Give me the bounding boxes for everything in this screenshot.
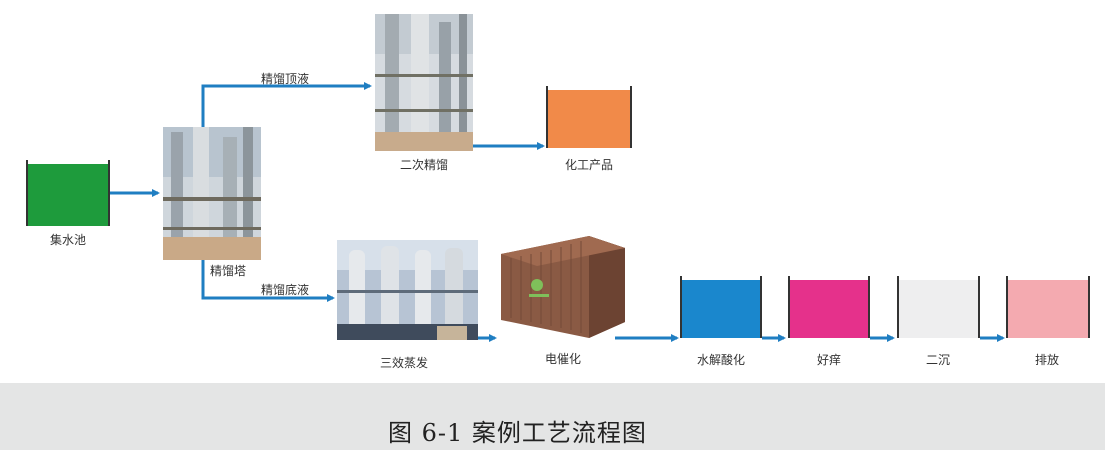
discharge-tank xyxy=(1006,276,1090,338)
arrow-tower-to-top xyxy=(201,82,372,128)
discharge-label: 排放 xyxy=(1034,353,1060,367)
electrocatalysis-container-photo xyxy=(497,230,629,342)
secondary-settling-label: 二沉 xyxy=(925,353,951,367)
flow-arrows xyxy=(110,82,1005,342)
aerobic-label: 好痒 xyxy=(816,353,842,367)
aerobic-tank xyxy=(788,276,870,338)
triple-evaporation-label: 三效蒸发 xyxy=(379,356,429,370)
secondary-distillation-label: 二次精馏 xyxy=(399,158,449,172)
distillation-tower-photo xyxy=(163,127,261,260)
caption-bar xyxy=(0,383,1105,450)
triple-evaporation-photo xyxy=(337,240,478,340)
arrow-tower-to-bottom xyxy=(201,258,335,302)
hydrolysis-tank xyxy=(680,276,762,338)
figure-caption: 图 6-1 案例工艺流程图 xyxy=(388,419,647,447)
process-flow-diagram: 精馏顶液 精馏底液 集水池 精馏塔 xyxy=(26,14,1090,370)
distillation-tower-label: 精馏塔 xyxy=(209,264,247,278)
collection-tank xyxy=(26,160,110,226)
electrocatalysis-label: 电催化 xyxy=(544,352,582,366)
chemical-product-tank xyxy=(546,86,632,148)
secondary-settling-tank xyxy=(897,276,980,338)
secondary-distillation-photo xyxy=(375,14,473,151)
hydrolysis-label: 水解酸化 xyxy=(696,353,746,367)
chemical-product-label: 化工产品 xyxy=(564,158,614,172)
label-bottom-stream: 精馏底液 xyxy=(260,283,310,297)
label-top-stream: 精馏顶液 xyxy=(260,72,310,86)
collection-tank-label: 集水池 xyxy=(49,233,87,247)
